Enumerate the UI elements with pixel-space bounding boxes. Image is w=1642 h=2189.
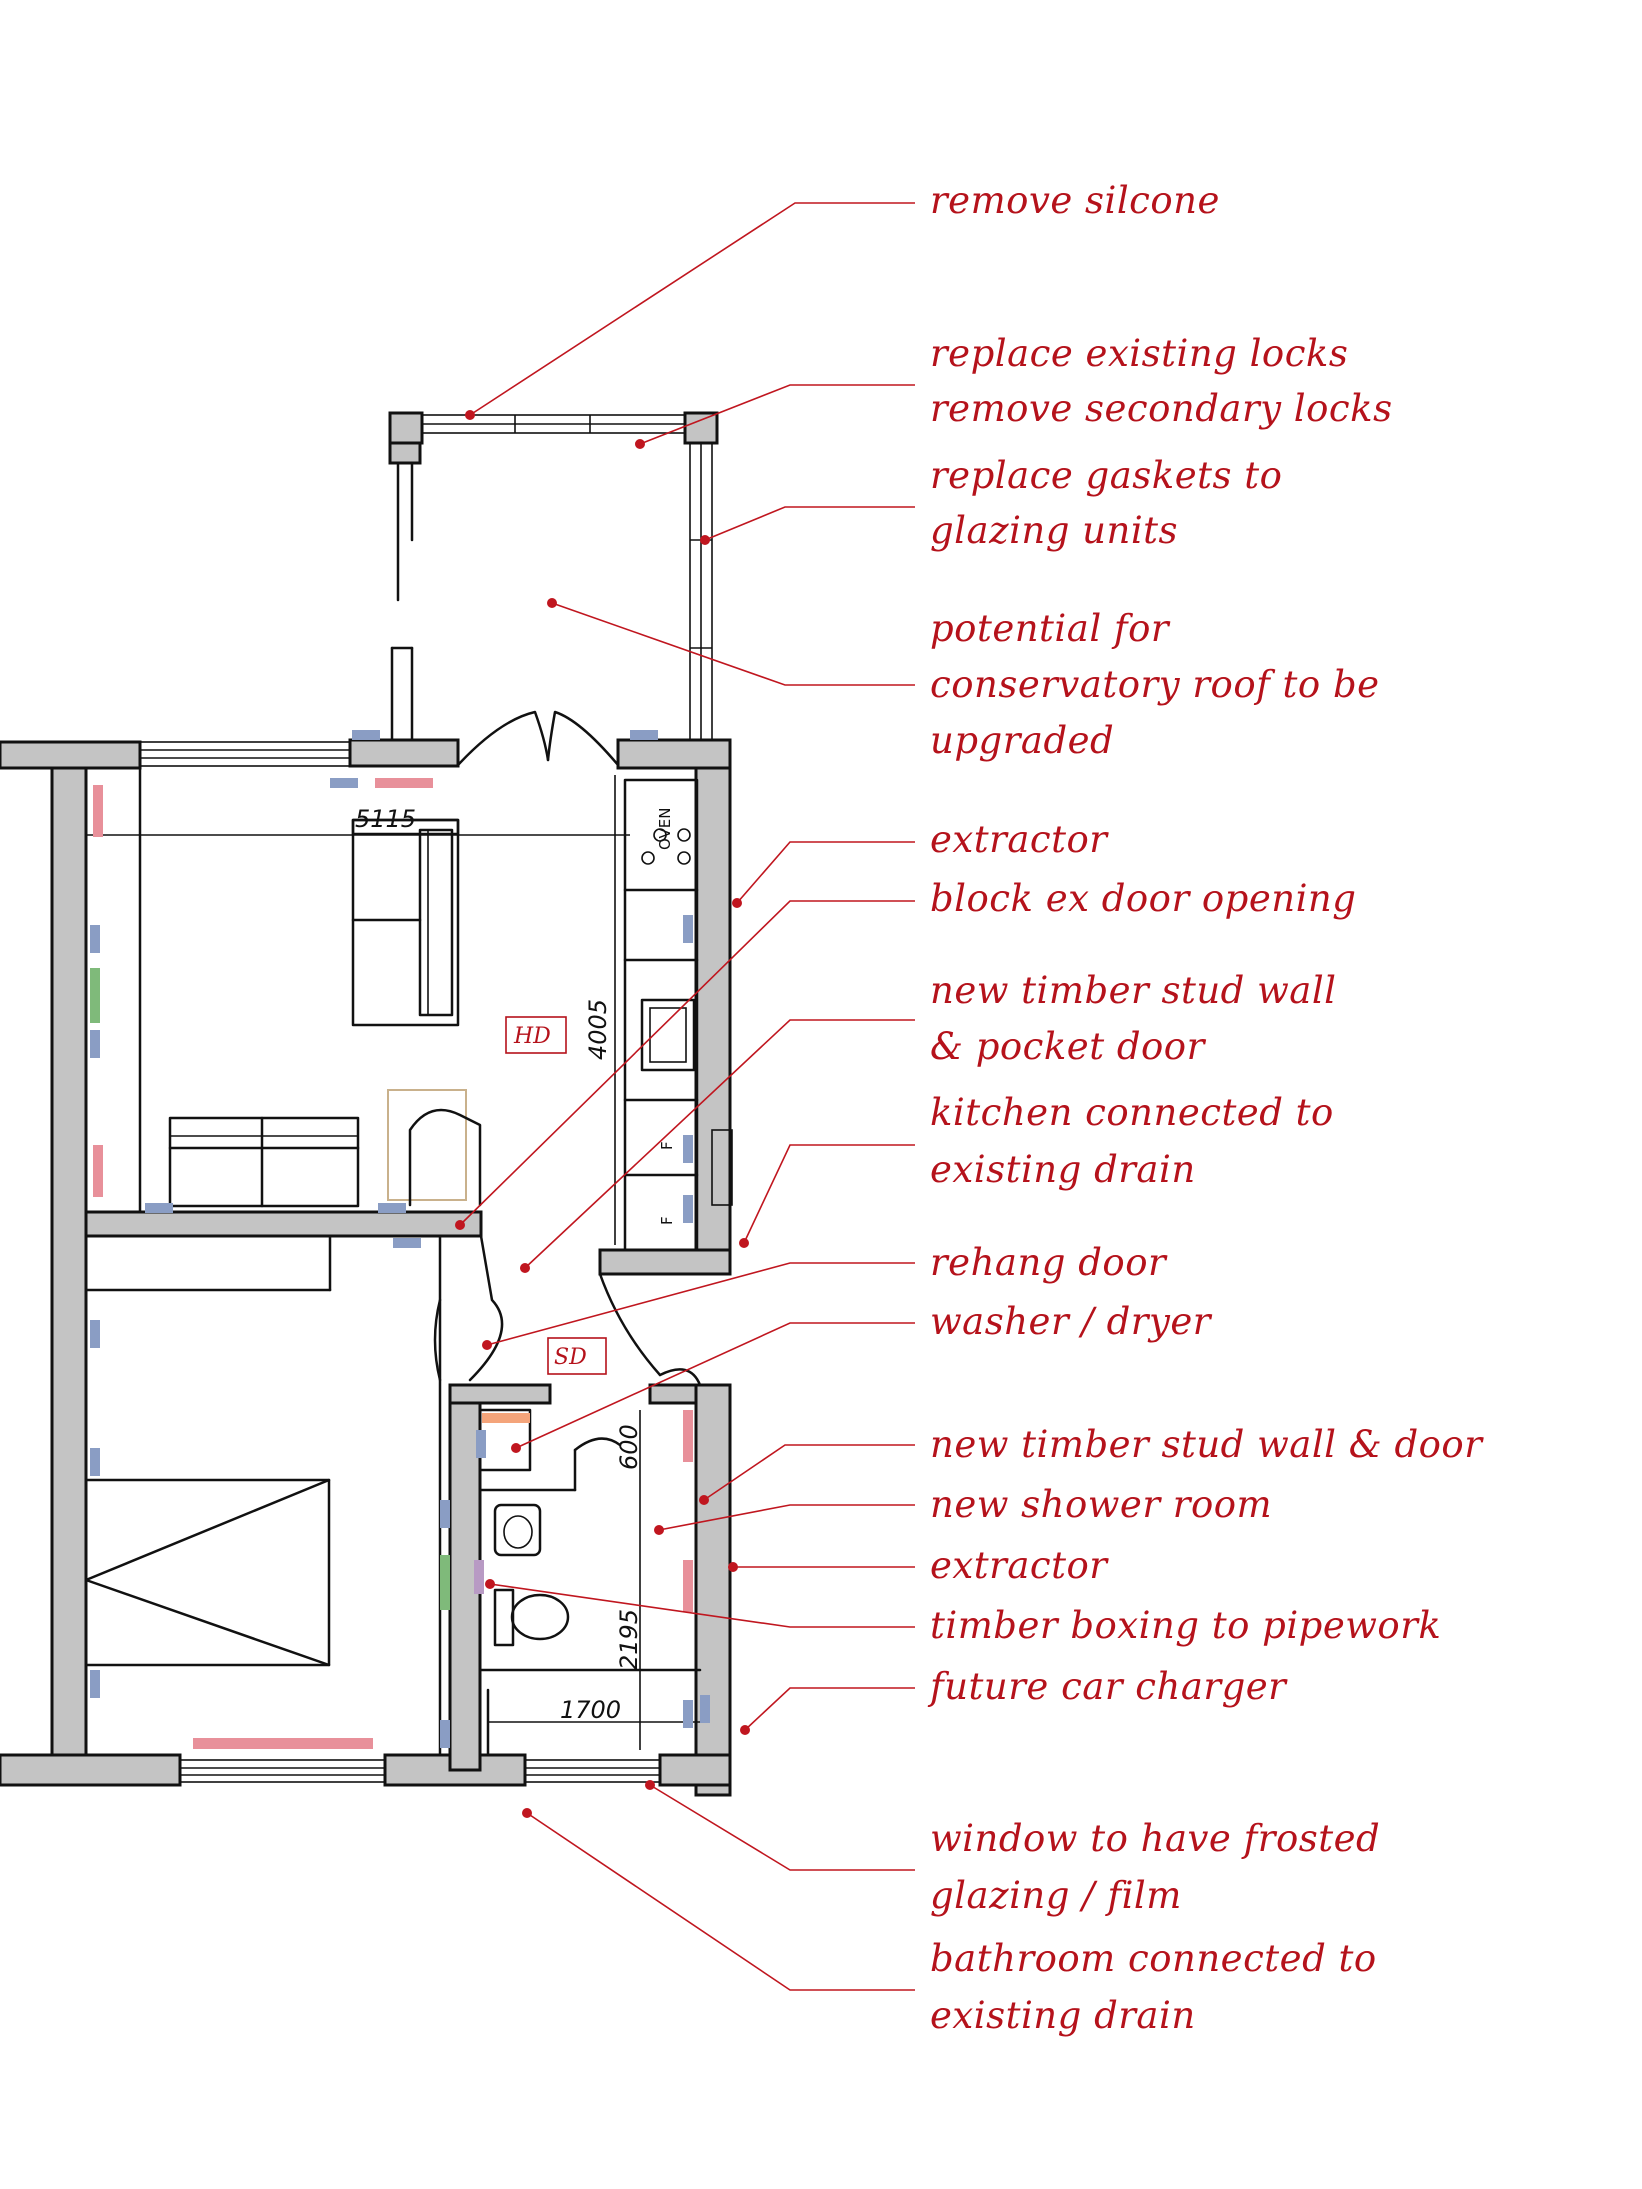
note-stud-wall-pocket-2: & pocket door <box>930 1025 1207 1068</box>
annotations: remove silcone replace existing locks re… <box>927 179 1484 2037</box>
note-frosted-window-2: glazing / film <box>930 1874 1182 1917</box>
bedroom <box>84 1234 442 1757</box>
note-extractor-shower: extractor <box>930 1544 1109 1587</box>
note-timber-boxing: timber boxing to pipework <box>930 1604 1441 1647</box>
dim-600: 600 <box>615 1424 643 1470</box>
note-replace-gaskets-2: glazing units <box>930 509 1178 552</box>
note-washer-dryer: washer / dryer <box>930 1300 1213 1343</box>
note-frosted-window-1: window to have frosted <box>930 1817 1380 1860</box>
dim-2195: 2195 <box>615 1609 643 1670</box>
note-extractor-kitchen: extractor <box>930 818 1109 861</box>
leader-lines <box>455 202 915 1991</box>
note-block-door: block ex door opening <box>930 877 1356 920</box>
note-replace-gaskets-1: replace gaskets to <box>930 454 1282 497</box>
dim-4005: 4005 <box>584 999 612 1060</box>
windows <box>139 741 661 1783</box>
note-conservatory-1: potential for <box>930 607 1171 650</box>
note-stud-wall-door: new timber stud wall & door <box>930 1423 1484 1466</box>
note-kitchen-drain-1: kitchen connected to <box>930 1091 1334 1134</box>
shower-room: 600 2195 1700 <box>478 1408 702 1757</box>
note-bathroom-drain-2: existing drain <box>930 1994 1196 2037</box>
note-replace-locks-2: remove secondary locks <box>930 387 1393 430</box>
note-conservatory-2: conservatory roof to be <box>930 663 1380 706</box>
living-kitchen: 5115 HD 4005 OVEN F <box>84 766 733 1252</box>
tag-hd: HD <box>513 1024 551 1049</box>
hall: SD <box>433 1234 702 1387</box>
note-stud-wall-pocket-1: new timber stud wall <box>930 969 1337 1012</box>
note-rehang-door: rehang door <box>930 1241 1168 1284</box>
note-shower-room: new shower room <box>930 1483 1272 1526</box>
dim-1700: 1700 <box>560 1696 621 1724</box>
note-bathroom-drain-1: bathroom connected to <box>930 1937 1377 1980</box>
service-markers <box>90 730 710 1749</box>
walls <box>0 738 732 1797</box>
note-replace-locks-1: replace existing locks <box>930 332 1348 375</box>
note-kitchen-drain-2: existing drain <box>930 1148 1196 1191</box>
note-remove-silicone: remove silcone <box>930 179 1220 222</box>
note-car-charger: future car charger <box>927 1665 1288 1708</box>
oven-label: OVEN <box>656 807 674 850</box>
note-conservatory-3: upgraded <box>930 719 1114 762</box>
fridge-label-1: F <box>658 1141 676 1150</box>
conservatory <box>388 411 719 767</box>
fridge-label-2: F <box>658 1216 676 1225</box>
tag-sd: SD <box>554 1345 587 1370</box>
